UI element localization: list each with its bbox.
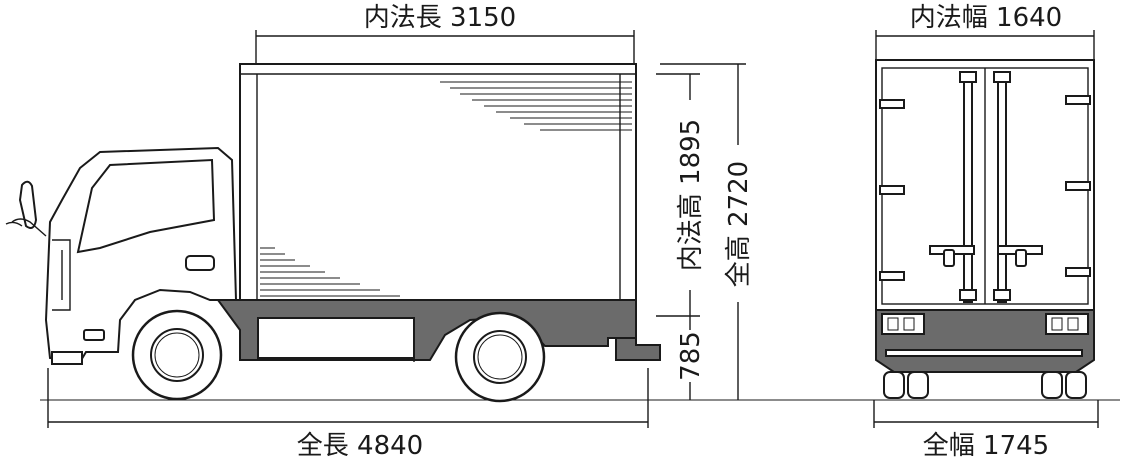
overall-height-label: 全高 2720 [724,161,754,287]
front-wheel [131,309,223,401]
box-stripes-top [440,81,632,131]
overall-width-label: 全幅 1745 [923,431,1049,461]
overall-length-label: 全長 4840 [297,431,423,461]
box-stripes-bottom [260,247,400,297]
inner-height-label: 内法高 1895 [676,119,706,271]
rear-wheel [454,311,546,403]
lock-bars [929,71,1043,303]
side-view-truck [5,63,1120,403]
door-hinges [879,95,1091,281]
inner-width-label: 内法幅 1640 [910,3,1062,33]
rear-dimension-lines [873,30,1099,428]
inner-length-label: 内法長 3150 [364,3,516,33]
rear-tires [883,371,1087,399]
side-dimension-lines [47,30,746,428]
rear-view-truck [875,59,1095,399]
floor-height-label: 785 [676,331,706,381]
side-mirror [18,180,38,229]
